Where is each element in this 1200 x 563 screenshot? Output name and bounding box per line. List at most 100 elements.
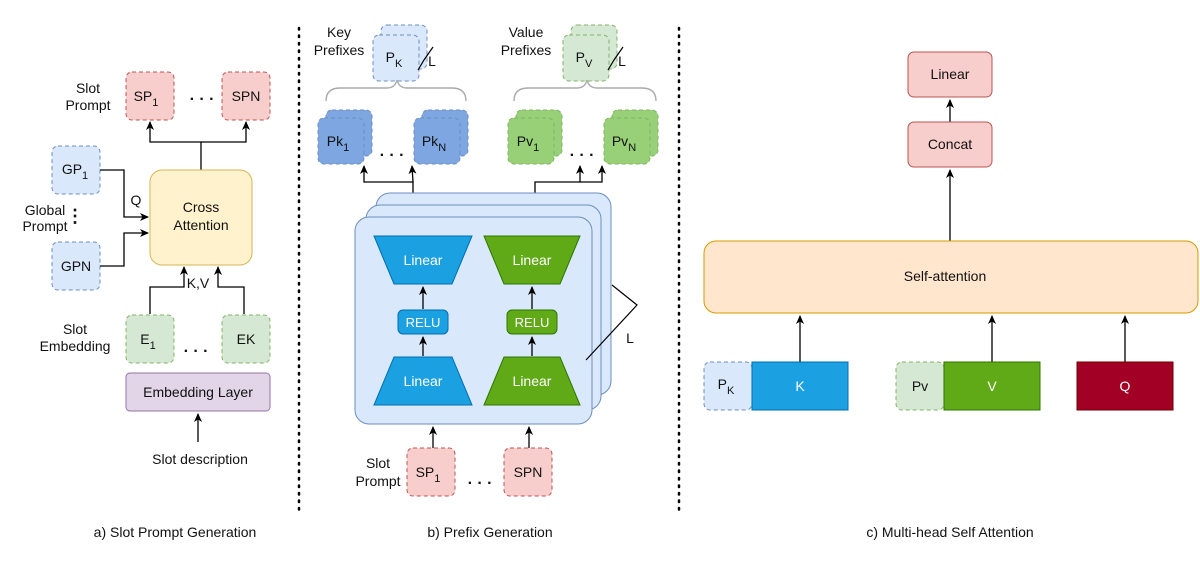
self-attention-box (703, 240, 1199, 314)
v-box (943, 361, 1041, 411)
concat-label: Concat (928, 136, 972, 152)
b-sp1-subscript: 1 (434, 473, 440, 485)
pv-slash (607, 46, 624, 71)
concat-box (907, 121, 993, 168)
svg-text:PK: PK (386, 49, 403, 70)
arrow-gp1-to-attention (100, 169, 149, 221)
sp1-box (125, 71, 175, 121)
pk-label: P (386, 49, 395, 65)
arrow-to-sp1 (146, 121, 202, 170)
caption-c: c) Multi-head Self Attention (866, 524, 1033, 540)
value-linear-down (483, 356, 581, 406)
k-label: K (795, 378, 805, 394)
value-relu-label: RELU (515, 315, 550, 330)
key-linear-up-label: Linear (404, 252, 443, 268)
svg-text:E1: E1 (140, 331, 155, 352)
e-dots: · · · (184, 343, 209, 360)
global-prompt-label-line2: Prompt (22, 218, 67, 234)
spn-label: SPN (232, 88, 261, 104)
q-label: Q (1120, 378, 1131, 394)
layer-count-label: L (626, 330, 634, 346)
e1-label: E (140, 331, 149, 347)
caption-a: a) Slot Prompt Generation (94, 524, 257, 540)
b-sp1-label: SP (416, 464, 435, 480)
pvn-label: Pv (612, 133, 628, 149)
v-label: V (987, 378, 997, 394)
arrow-ek-to-attention (214, 266, 245, 314)
pk-dots: · · · (380, 147, 405, 164)
caption-b: b) Prefix Generation (427, 524, 552, 540)
global-prompt-label-line1: Global (25, 202, 65, 218)
key-brace (325, 79, 467, 102)
c-pk-subscript: K (727, 385, 735, 397)
svg-text:SP1: SP1 (134, 88, 159, 109)
cross-attention-line2: Attention (173, 217, 228, 233)
pv1-stack-front (507, 117, 555, 165)
value-linear-down-label: Linear (513, 373, 552, 389)
arrow-to-pk1 (360, 165, 414, 196)
panel-prefix-generation: Key Prefixes PK L Value Prefixes PV L Pk… (314, 24, 659, 540)
arrow-gpn-to-attention (100, 229, 149, 267)
kv-label: K,V (187, 275, 210, 291)
value-relu (506, 309, 558, 335)
sp1-subscript: 1 (152, 97, 158, 109)
slot-embedding-label-line2: Embedding (40, 338, 111, 354)
sp-dots: · · · (190, 91, 215, 108)
pk-slash (417, 46, 434, 71)
pk1-stack-front (317, 117, 365, 165)
e1-box (125, 314, 175, 364)
pvn-subscript: N (628, 142, 636, 154)
gp1-subscript: 1 (82, 170, 88, 182)
arrow-e1-to-attention (149, 266, 188, 314)
value-linear-up (483, 235, 581, 285)
b-sp1-box (406, 447, 456, 497)
arrow-to-pkn (408, 165, 417, 183)
q-box (1076, 361, 1174, 411)
b-slot-prompt-line2: Prompt (355, 473, 400, 489)
pv-l-label: L (618, 53, 626, 69)
pk1-label: Pk (327, 133, 344, 149)
gp1-label: GP (62, 161, 82, 177)
spn-box (221, 71, 271, 121)
c-pk-label: P (718, 376, 727, 392)
pv-stack-front (562, 34, 610, 82)
k-box (751, 361, 849, 411)
value-prefixes-line2: Prefixes (501, 42, 552, 58)
svg-text:Pv1: Pv1 (517, 133, 539, 154)
layer-count-bracket (585, 284, 638, 361)
svg-text:PK: PK (718, 376, 735, 397)
cross-attention-box (149, 169, 253, 266)
svg-text:Pk1: Pk1 (327, 133, 349, 154)
ek-label: EK (237, 331, 256, 347)
arrow-to-pvn (580, 165, 606, 183)
svg-text:PkN: PkN (422, 133, 446, 154)
svg-text:PV: PV (576, 49, 593, 70)
pv1-subscript: 1 (533, 142, 539, 154)
pkn-subscript: N (438, 142, 446, 154)
q-label: Q (131, 192, 142, 208)
pk-stack-front (372, 34, 420, 82)
cross-attention-line1: Cross (183, 199, 220, 215)
b-sp-dots: · · · (468, 475, 493, 492)
b-spn-box (503, 447, 553, 497)
key-relu-label: RELU (406, 315, 441, 330)
key-relu (397, 309, 449, 335)
gpn-label: GPN (61, 258, 91, 274)
b-spn-label: SPN (514, 464, 543, 480)
self-attention-label: Self-attention (904, 268, 987, 284)
embedding-layer-label: Embedding Layer (143, 384, 253, 400)
slot-prompt-label-line1: Slot (76, 80, 100, 96)
value-prefixes-line1: Value (509, 24, 544, 40)
svg-text:PvN: PvN (612, 133, 636, 154)
embedding-layer-box (125, 372, 271, 412)
svg-text:GP1: GP1 (62, 161, 88, 182)
sp1-label: SP (134, 88, 153, 104)
c-linear-label: Linear (931, 66, 970, 82)
pk-l-label: L (428, 53, 436, 69)
c-pv-label: Pv (912, 378, 928, 394)
svg-text:SP1: SP1 (416, 464, 441, 485)
key-linear-up (373, 235, 473, 285)
key-prefixes-line1: Key (327, 24, 351, 40)
